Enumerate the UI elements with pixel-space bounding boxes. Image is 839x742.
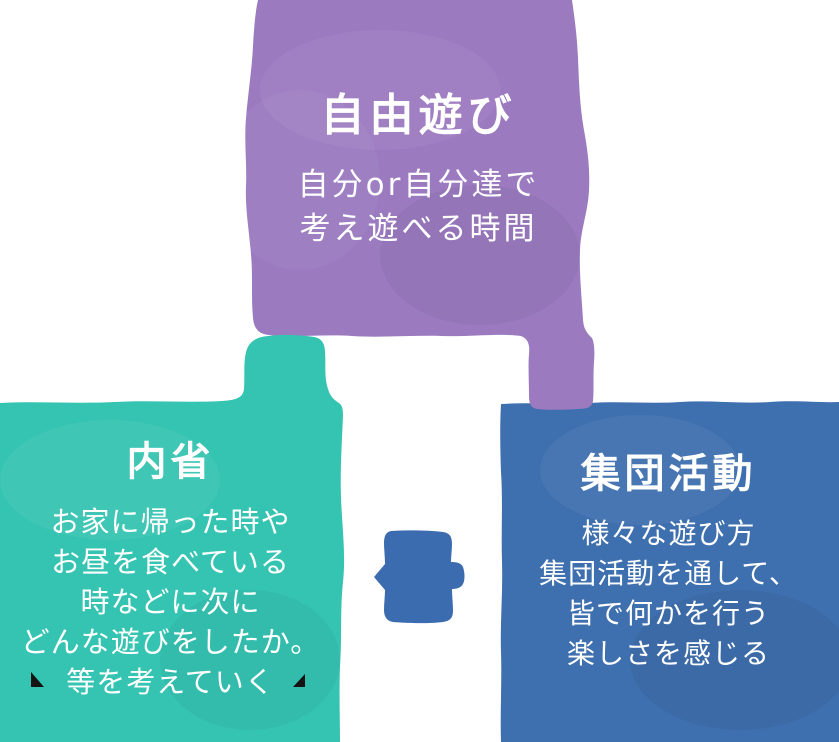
corner-triangle-right-icon <box>293 674 305 687</box>
introspection-block-shape <box>0 334 345 742</box>
group-activity-block-shape <box>500 401 839 742</box>
free-play-block-shape <box>245 0 595 410</box>
texture-overlay <box>0 30 839 730</box>
plus-connector-icon <box>374 530 465 624</box>
corner-triangle-left-icon <box>31 672 44 687</box>
